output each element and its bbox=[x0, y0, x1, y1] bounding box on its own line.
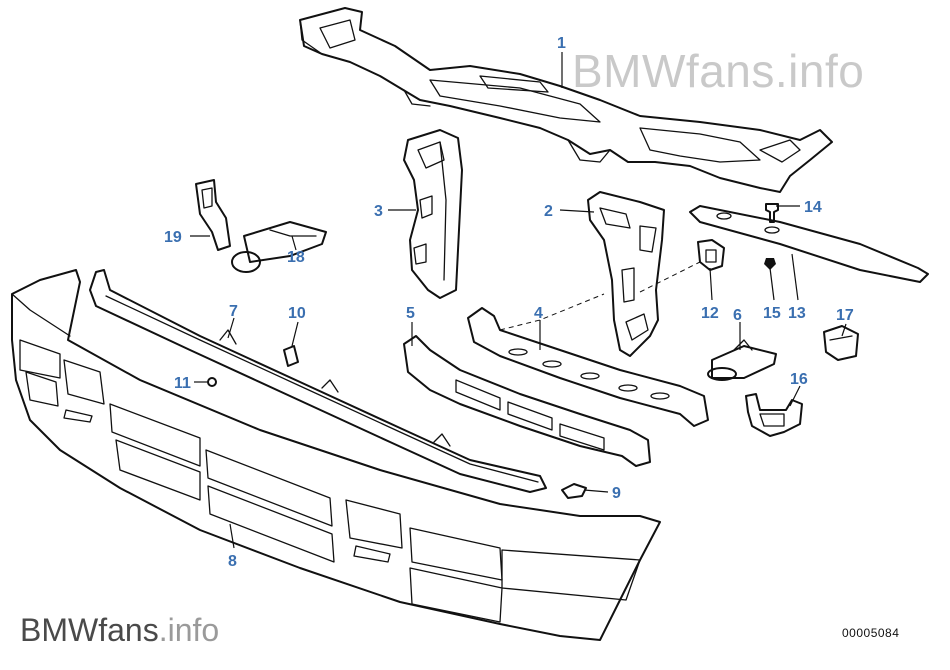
part-16-bracket bbox=[745, 393, 803, 437]
part-13-strap bbox=[689, 205, 929, 283]
drawing-number: 00005084 bbox=[842, 626, 900, 640]
callout-8: 8 bbox=[228, 553, 237, 570]
part-5-reinforcement bbox=[403, 335, 651, 467]
callout-14: 14 bbox=[804, 199, 822, 216]
part-12-bracket bbox=[697, 239, 725, 271]
watermark-bottom-main: BMWfans bbox=[20, 612, 159, 648]
part-1-front-carrier bbox=[299, 7, 833, 193]
part-7-trim-strip bbox=[89, 269, 547, 493]
part-6-clip bbox=[707, 339, 777, 381]
callout-3: 3 bbox=[374, 203, 383, 220]
callout-4: 4 bbox=[534, 305, 543, 322]
callout-12: 12 bbox=[701, 305, 719, 322]
callout-13: 13 bbox=[788, 305, 806, 322]
part-3-left-support bbox=[403, 129, 463, 299]
part-11-clip bbox=[207, 377, 217, 387]
callout-5: 5 bbox=[406, 305, 415, 322]
part-2-right-support bbox=[587, 191, 665, 357]
callout-15: 15 bbox=[763, 305, 781, 322]
callout-9: 9 bbox=[612, 485, 621, 502]
watermark-bottom: BMWfans.info bbox=[20, 612, 219, 649]
alignment-lines bbox=[499, 261, 701, 331]
part-17-clip bbox=[823, 325, 859, 361]
callout-1: 1 bbox=[557, 35, 566, 52]
part-8-bumper-cover bbox=[11, 269, 661, 641]
callout-7: 7 bbox=[229, 303, 238, 320]
part-15-nut bbox=[764, 258, 776, 270]
part-18-clip bbox=[231, 221, 327, 273]
part-19-bracket bbox=[195, 179, 231, 251]
watermark-top: BMWfans.info bbox=[572, 45, 865, 97]
callout-19: 19 bbox=[164, 229, 182, 246]
callout-16: 16 bbox=[790, 371, 808, 388]
part-4-reinforcement bbox=[467, 307, 709, 427]
callout-2: 2 bbox=[544, 203, 553, 220]
callout-17: 17 bbox=[836, 307, 854, 324]
callout-10: 10 bbox=[288, 305, 306, 322]
part-9-clip bbox=[561, 483, 587, 499]
watermark-bottom-suffix: .info bbox=[158, 612, 220, 648]
callouts: 1 2 3 4 5 6 7 8 9 10 11 12 13 14 15 16 1… bbox=[164, 35, 854, 570]
callout-18: 18 bbox=[287, 249, 305, 266]
callout-6: 6 bbox=[733, 307, 742, 324]
leader-lines bbox=[190, 52, 847, 549]
part-10-nut bbox=[283, 345, 299, 367]
callout-11: 11 bbox=[174, 375, 191, 392]
